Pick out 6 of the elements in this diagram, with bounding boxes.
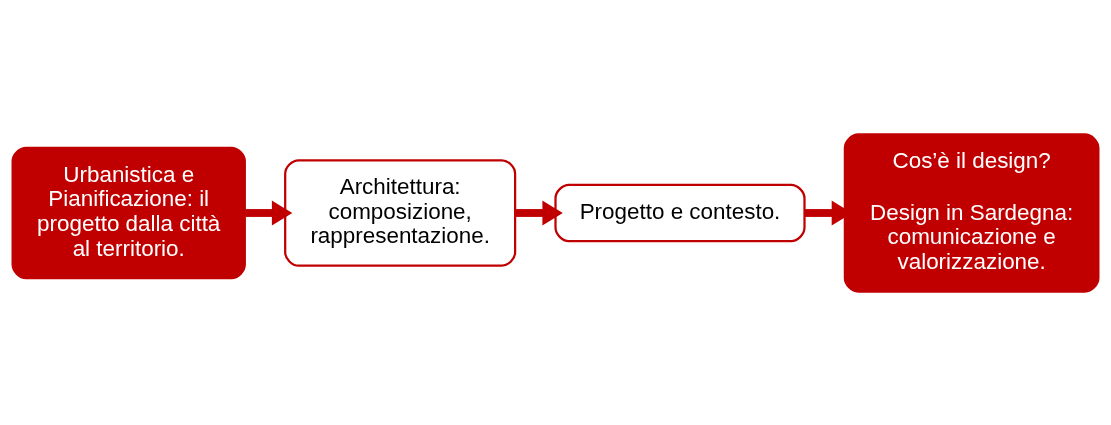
arrow <box>245 200 293 225</box>
arrow <box>515 200 563 225</box>
node-box: Cos’è il design? Design in Sardegna: comunicazione e valorizzazione. <box>843 132 1100 293</box>
node-box: Urbanistica e Pianificazione: il progetto dalla città al territorio. <box>11 146 246 279</box>
node-box: Architettura: composizione, rappresentazione. <box>284 158 517 267</box>
node-box: Progetto e contesto. <box>554 183 806 242</box>
